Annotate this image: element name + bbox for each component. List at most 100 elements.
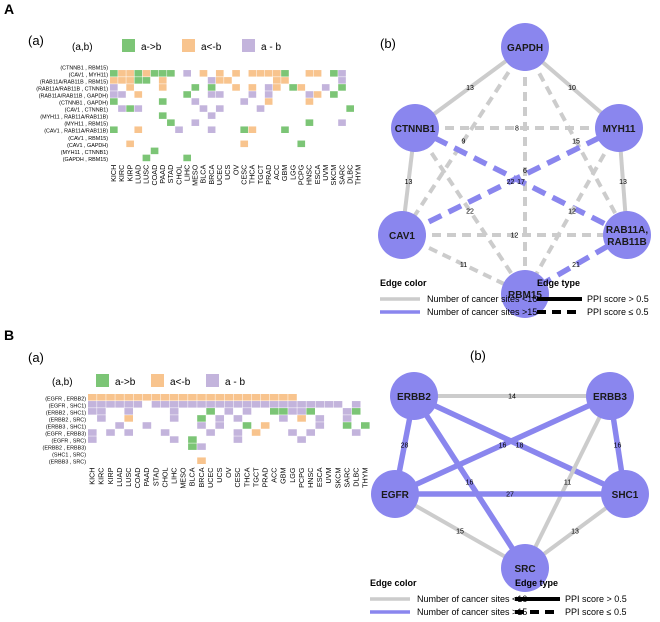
panel-b-cell xyxy=(270,408,279,415)
panel-a-cell xyxy=(191,84,200,91)
panel-a-cell xyxy=(273,84,281,91)
panel-a-cell xyxy=(232,70,240,77)
panel-a-edge xyxy=(400,45,527,237)
panel-b-cell xyxy=(179,394,188,401)
panel-a-edge-color-title: Edge color xyxy=(380,278,427,288)
panel-a-cell xyxy=(158,70,167,77)
panel-a-cell xyxy=(126,105,134,112)
panel-a-edge-weight: 10 xyxy=(568,85,576,92)
panel-b-cell xyxy=(297,415,306,422)
panel-b-edge-weight: 16 xyxy=(466,480,474,487)
panel-b-edge-weight: 11 xyxy=(564,480,571,487)
panel-b-cancer-label: KIRC xyxy=(97,468,106,485)
panel-b-edge xyxy=(412,393,627,497)
panel-a-edge-weight: 17 xyxy=(517,179,525,186)
panel-a-cancer-label: KICH xyxy=(109,165,118,182)
panel-b-cell xyxy=(169,401,179,408)
panel-a-cell xyxy=(207,77,216,84)
panel-b-row-label: (ERBB3 , SRC) xyxy=(49,460,86,466)
panel-b-edge xyxy=(523,395,612,569)
panel-b-row-label: (EGFR , SHC1) xyxy=(49,403,87,409)
panel-b-cell xyxy=(115,422,124,429)
panel-a-legend-swatch xyxy=(242,39,255,52)
panel-b-cancer-label: THYM xyxy=(361,468,370,488)
panel-b-node-label: ERBB3 xyxy=(593,392,627,403)
panel-a-cell xyxy=(110,98,118,105)
panel-b-cell xyxy=(251,401,261,408)
panel-b-cell xyxy=(179,401,188,408)
panel-a-edge-weight: 13 xyxy=(405,179,413,186)
panel-b-cell xyxy=(206,401,215,408)
panel-a-cancer-label: GBM xyxy=(280,165,289,181)
panel-b-cell xyxy=(288,394,297,401)
panel-b-cell xyxy=(215,422,224,429)
panel-a-cell xyxy=(142,77,151,84)
panel-a-cell xyxy=(167,119,175,126)
panel-b-cell xyxy=(197,401,206,408)
panel-b-cell xyxy=(197,415,206,422)
panel-a-edge-weight: 15 xyxy=(572,139,580,146)
panel-a-cell xyxy=(330,91,338,98)
panel-a-cell xyxy=(158,77,167,84)
panel-a-edge xyxy=(523,46,629,236)
panel-b-legend-dashed-label: PPI score ≤ 0.5 xyxy=(565,607,626,617)
panel-a-row-label: (MYH11 , RBM15) xyxy=(64,122,108,128)
panel-b-label: B xyxy=(4,327,14,343)
panel-b-cell xyxy=(215,415,224,422)
panel-b-cell xyxy=(169,408,179,415)
panel-b-cancer-label: OV xyxy=(224,467,233,478)
panel-b-cell xyxy=(115,401,124,408)
panel-a-cell xyxy=(338,70,346,77)
panel-b-cell xyxy=(197,457,206,464)
panel-b-cancer-label: CHOL xyxy=(160,468,169,488)
panel-a-row-label: (RAB11A/RAB11B , CTNNB1) xyxy=(36,86,108,92)
panel-a-node-label: RAB11B xyxy=(607,237,646,248)
panel-b-cancer-label: UCEC xyxy=(206,468,215,488)
panel-a-cell xyxy=(110,70,118,77)
panel-b-edge-weight: 13 xyxy=(571,529,579,536)
panel-b-node xyxy=(390,372,438,420)
panel-a-edge-weight: 22 xyxy=(466,209,474,216)
panel-a-legend-label: a<-b xyxy=(201,42,222,53)
panel-b-legend-swatch xyxy=(151,374,164,387)
panel-a-cell xyxy=(183,91,191,98)
panel-b-cell xyxy=(206,408,215,415)
panel-b-cell xyxy=(106,429,115,436)
panel-a-cell xyxy=(199,70,208,77)
panel-a-edge-weight: 6 xyxy=(523,168,527,175)
panel-b-cell xyxy=(224,408,234,415)
panel-b-cell xyxy=(288,408,297,415)
panel-a-node xyxy=(391,104,439,152)
panel-b-cell xyxy=(279,408,288,415)
panel-a-node xyxy=(501,23,549,71)
panel-a-cell xyxy=(232,84,240,91)
panel-a-cell xyxy=(215,70,224,77)
panel-b-cell xyxy=(288,429,297,436)
panel-a-cell xyxy=(175,126,183,133)
panel-a-node-label: CAV1 xyxy=(389,231,415,242)
panel-a-cell xyxy=(158,84,167,91)
panel-b-cell xyxy=(233,429,243,436)
panel-a-label: A xyxy=(4,1,14,17)
panel-b-cell xyxy=(124,408,133,415)
panel-a-cell xyxy=(191,119,200,126)
panel-a-legend-swatch xyxy=(182,39,195,52)
panel-a-edge-weight: 11 xyxy=(460,262,467,269)
panel-a-row-label: (RAB11A/RAB11B , RBM15) xyxy=(40,79,108,85)
panel-a-legend-solid-label: PPI score > 0.5 xyxy=(587,294,649,304)
panel-a-legend-high-label: Number of cancer sites >15 xyxy=(427,307,537,317)
panel-b-cell xyxy=(142,422,152,429)
panel-a-cell xyxy=(281,126,289,133)
panel-b-row-label: (SHC1 , SRC) xyxy=(52,453,86,459)
panel-a-edge-weight: 9 xyxy=(462,139,466,146)
panel-a-row-label: (GAPDH , RBM15) xyxy=(63,157,108,163)
panel-a-cell xyxy=(183,154,191,162)
panel-a-legend-label: a->b xyxy=(141,42,162,53)
panel-a-row-label: (CTNNB1 , GAPDH) xyxy=(59,101,108,107)
panel-b-cancer-label: PRAD xyxy=(260,468,269,488)
panel-b-cancer-label: ACC xyxy=(270,468,279,483)
panel-b-row-label: (EGFR , ERBB3) xyxy=(45,432,86,438)
panel-b-cell xyxy=(297,401,306,408)
panel-b-cell xyxy=(88,436,97,443)
